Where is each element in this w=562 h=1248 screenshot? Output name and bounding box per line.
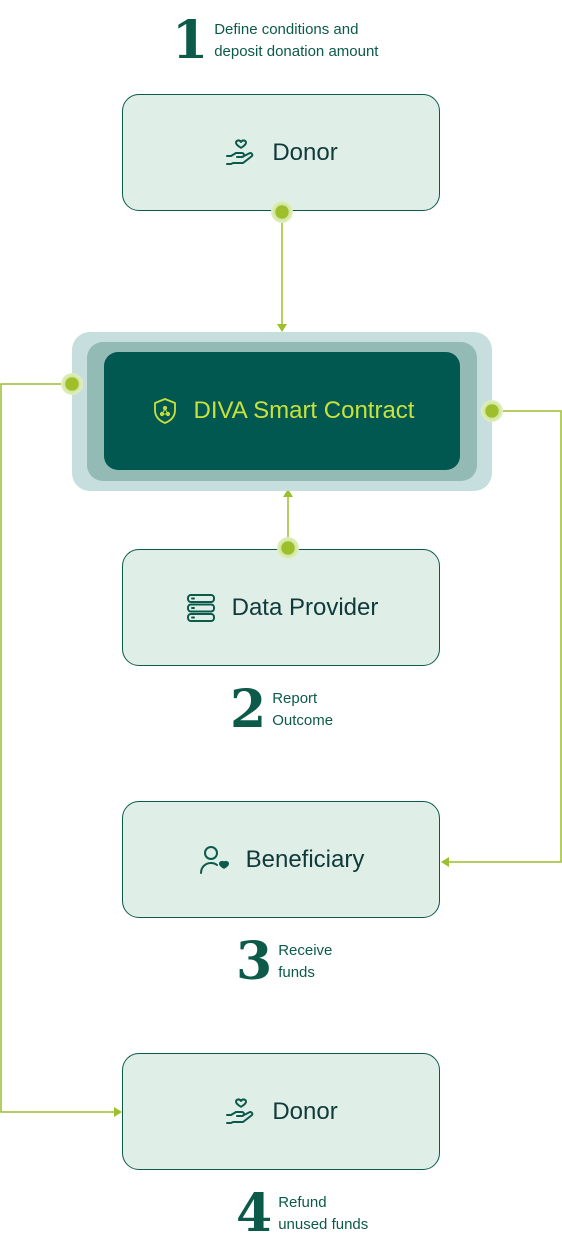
contract-to-beneficiary-arrow — [441, 857, 449, 867]
step-3: 3 Receive funds — [236, 936, 332, 988]
hand-heart-icon — [226, 1097, 254, 1124]
step-description: Receive funds — [278, 940, 332, 984]
contract-label: DIVA Smart Contract — [193, 397, 415, 424]
beneficiary-card: Beneficiary — [122, 801, 440, 918]
step-1: 1 Define conditions and deposit donation… — [172, 15, 378, 67]
step-line-1: Receive — [278, 942, 333, 959]
contract-card: DIVA Smart Contract — [104, 352, 460, 470]
step-line-1: Define conditions and — [214, 21, 359, 38]
step-description: Report Outcome — [272, 688, 333, 732]
data-provider-card: Data Provider — [122, 549, 440, 666]
contract-to-donor-arrow — [114, 1107, 122, 1117]
donor-refund-card: Donor — [122, 1053, 440, 1170]
donor-label: Donor — [272, 138, 338, 166]
step-4: 4 Refund unused funds — [236, 1188, 368, 1240]
hand-heart-icon — [226, 138, 254, 165]
shield-icon — [153, 398, 176, 424]
step-number: 4 — [236, 1183, 273, 1244]
provider-to-contract-arrow — [283, 489, 293, 497]
step-2: 2 Report Outcome — [230, 684, 333, 736]
step-line-2: funds — [278, 964, 315, 981]
step-line-1: Refund — [278, 1194, 327, 1211]
donor-to-contract-arrow — [277, 324, 287, 332]
step-description: Define conditions and deposit donation a… — [214, 19, 378, 63]
step-line-2: deposit donation amount — [214, 43, 379, 60]
beneficiary-label: Beneficiary — [245, 845, 365, 873]
step-number: 3 — [236, 931, 273, 992]
step-line-1: Report — [272, 690, 318, 707]
server-icon — [186, 593, 215, 622]
contract-to-beneficiary-line — [449, 410, 562, 863]
step-line-2: unused funds — [278, 1216, 369, 1233]
donor-refund-label: Donor — [272, 1097, 338, 1125]
user-heart-icon — [199, 845, 229, 874]
step-description: Refund unused funds — [278, 1192, 368, 1236]
contract-to-donor-line — [0, 383, 114, 1113]
step-line-2: Outcome — [272, 712, 334, 729]
donor-card: Donor — [122, 94, 440, 211]
data-provider-label: Data Provider — [231, 593, 379, 621]
step-number: 1 — [172, 10, 209, 71]
step-number: 2 — [230, 679, 267, 740]
